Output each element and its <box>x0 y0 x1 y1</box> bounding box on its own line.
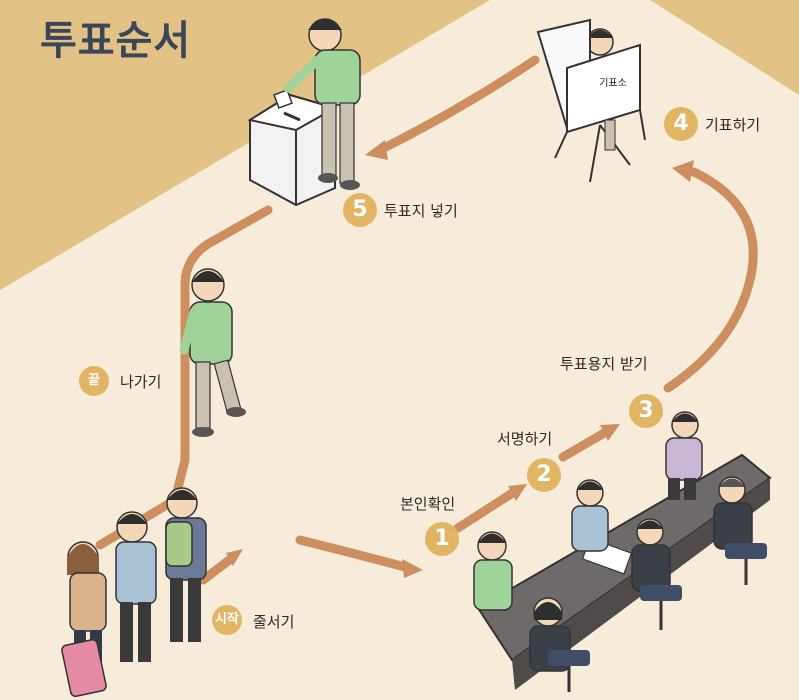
arrow-to-step1 <box>295 535 410 572</box>
arrowhead-step3 <box>600 424 620 441</box>
arrow-to-step4 <box>663 167 758 393</box>
chair <box>548 650 590 666</box>
step-badge-4: 4 <box>664 107 698 141</box>
ballot-box-scene <box>247 18 361 207</box>
ballot-paper <box>273 89 293 109</box>
voting-booth-scene: 기표소 <box>536 18 646 183</box>
voter-body <box>314 49 361 106</box>
arrow-start <box>198 553 237 585</box>
top-right-triangle <box>650 0 799 95</box>
step-label-3: 투표용지 받기 <box>560 355 648 373</box>
registration-table-scene <box>473 411 772 692</box>
exit-path <box>95 205 273 550</box>
arrowhead-step2 <box>508 484 527 501</box>
top-left-triangle <box>0 0 490 290</box>
step-label-2: 서명하기 <box>497 430 553 448</box>
arrowhead-step5 <box>365 140 388 160</box>
step-label-5: 투표지 넣기 <box>384 202 458 220</box>
step-badge-2: 2 <box>527 458 561 492</box>
arrowhead-step4 <box>672 160 694 182</box>
flow-arrows <box>95 55 758 585</box>
pink-suitcase <box>61 639 107 697</box>
step-label-end: 나가기 <box>120 373 162 391</box>
chair <box>725 543 767 559</box>
arrow-to-step2 <box>453 487 519 533</box>
step-label-4: 기표하기 <box>705 116 761 134</box>
step-label-start: 줄서기 <box>253 613 295 631</box>
arrowhead-start <box>226 549 243 566</box>
arrow-to-step3 <box>558 427 611 462</box>
step-badge-end: 끝 <box>79 366 109 396</box>
arrow-heads <box>226 140 694 578</box>
booth-sign: 기표소 <box>599 77 627 89</box>
backpack <box>165 521 193 567</box>
step-label-1: 본인확인 <box>400 495 456 513</box>
arrow-to-step5 <box>375 55 540 155</box>
exiting-voter <box>179 268 246 437</box>
arrowhead-step1 <box>402 559 423 578</box>
chair <box>640 585 682 601</box>
step-badge-start: 시작 <box>212 605 242 635</box>
step-badge-1: 1 <box>425 522 459 556</box>
step-badge-5: 5 <box>343 193 377 227</box>
page-title: 투표순서 <box>40 18 192 64</box>
step-badge-3: 3 <box>629 394 663 428</box>
queue-group <box>61 487 207 697</box>
